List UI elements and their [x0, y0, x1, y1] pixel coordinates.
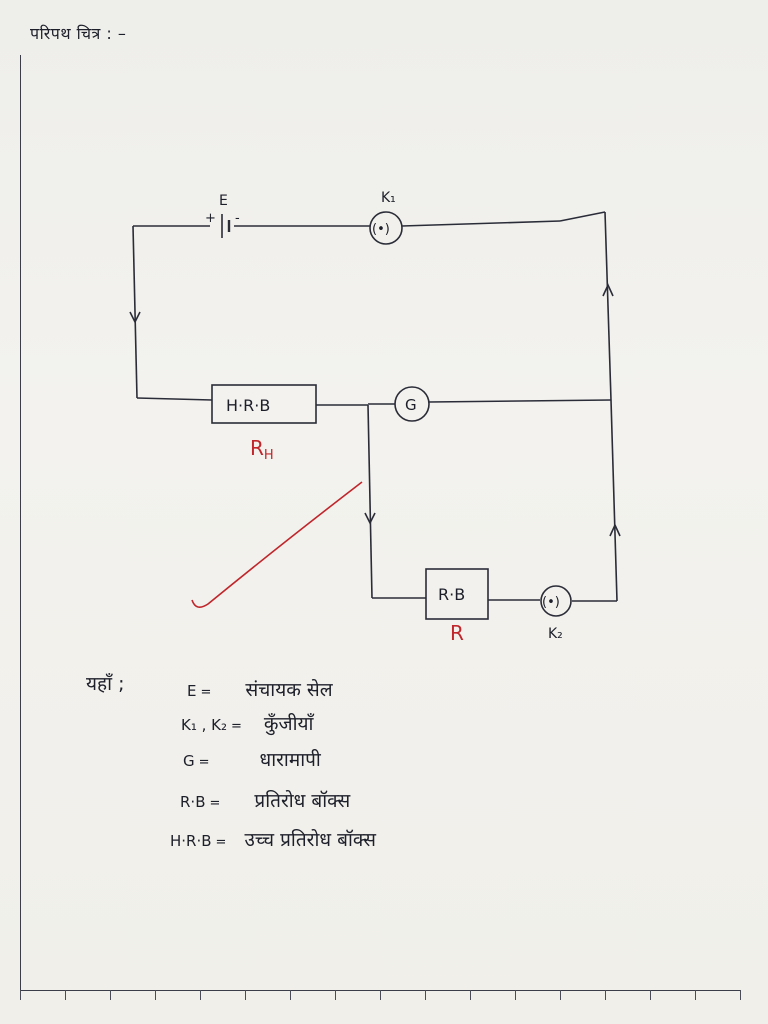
- hrb-resistance-symbol: RH: [250, 436, 274, 463]
- wire-galvo-right: [428, 399, 612, 403]
- key1-circle: [369, 211, 403, 245]
- legend-intro: यहाँ ;: [86, 673, 125, 695]
- galvanometer-symbol: G: [405, 396, 417, 414]
- legend-item-galvanometer: G= धारामापी: [183, 746, 321, 772]
- battery-plus: +: [205, 211, 216, 226]
- legend-definition: प्रतिरोध बॉक्स: [254, 790, 351, 812]
- legend-symbol: E: [187, 682, 197, 700]
- rb-resistance-symbol: R: [450, 621, 464, 645]
- legend-eq-sign: =: [200, 685, 212, 700]
- legend-eq-sign: =: [215, 835, 227, 850]
- legend-symbol: H·R·B: [170, 832, 212, 850]
- key1-symbol: (•): [372, 222, 390, 237]
- battery-label: E: [219, 193, 228, 209]
- arrow-left-down: [129, 311, 141, 324]
- key1-label: K₁: [381, 190, 396, 206]
- legend-item-battery: E= संचायक सेल: [187, 676, 333, 702]
- hrb-box-label: H·R·B: [226, 396, 270, 415]
- key2-label: K₂: [548, 626, 563, 642]
- wire-key1-right: [401, 220, 561, 227]
- legend-eq-sign: =: [198, 755, 210, 770]
- circuit-diagram: E + - K₁ (•) (•) K₂ H·R·B R·B G RH R: [129, 190, 621, 645]
- hrb-symbol-main: R: [250, 436, 264, 460]
- page-heading: परिपथ चित्र : –: [30, 24, 127, 43]
- left-margin-line: [20, 55, 21, 990]
- legend-eq-sign: =: [209, 796, 221, 811]
- legend-item-resistance-box: R·B= प्रतिरोध बॉक्स: [180, 787, 350, 813]
- legend-definition: उच्च प्रतिरोध बॉक्स: [244, 829, 376, 851]
- wire-left: [132, 225, 138, 399]
- wire-left-hrb: [136, 397, 213, 401]
- rb-box-label: R·B: [438, 585, 465, 604]
- legend-symbol: R·B: [180, 793, 206, 811]
- arrow-right-up-upper: [602, 283, 614, 297]
- legend-symbol: K₁ , K₂: [181, 716, 228, 734]
- wire-right-upper: [604, 211, 612, 401]
- arrow-junction-down: [364, 512, 376, 525]
- legend-definition: कुँजीयाँ: [263, 713, 314, 735]
- key2-circle: [540, 585, 572, 617]
- wire-junction-down: [367, 404, 373, 599]
- legend-eq-sign: =: [231, 719, 242, 734]
- red-check-mark: [191, 481, 363, 608]
- legend-symbol: G: [183, 752, 195, 770]
- wire-top-right: [559, 211, 606, 222]
- wire-right-lower: [610, 399, 618, 602]
- rb-box: [425, 568, 489, 620]
- hrb-symbol-sub: H: [264, 448, 274, 463]
- battery-minus: -: [235, 211, 240, 226]
- legend-item-high-resistance-box: H·R·B= उच्च प्रतिरोध बॉक्स: [170, 826, 376, 852]
- arrow-right-up-lower: [609, 523, 621, 537]
- legend-definition: धारामापी: [259, 749, 321, 771]
- legend-definition: संचायक सेल: [245, 679, 333, 701]
- galvanometer-circle: [394, 386, 430, 422]
- legend-item-keys: K₁ , K₂= कुँजीयाँ: [181, 710, 313, 736]
- key2-symbol: (•): [542, 595, 560, 610]
- hrb-box: [211, 384, 317, 424]
